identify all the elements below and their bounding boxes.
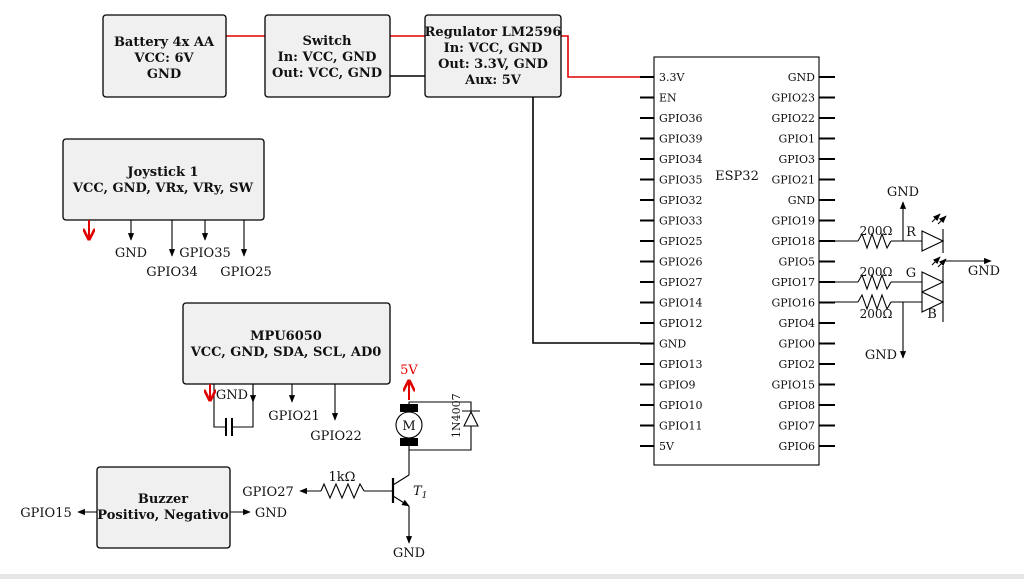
switch-out: Out: VCC, GND [272,66,382,81]
regulator-block: Regulator LM2596 In: VCC, GND Out: 3.3V,… [424,14,562,98]
esp32-left-pin-label: GPIO33 [659,215,703,228]
mpu-scl-label: GPIO22 [310,429,361,444]
buzzer-block: Buzzer Positivo, Negativo [96,466,231,549]
mpu-title: MPU6050 [250,329,322,344]
joystick-wires [89,220,248,257]
esp32-left-pin-label: GPIO12 [659,317,703,330]
joystick-block: Joystick 1 VCC, GND, VRx, VRy, SW [62,138,265,221]
transistor-subscript: 1 [422,491,428,501]
led-resistor-r-label: 200Ω [860,224,893,238]
esp32-left-pin-label: GPIO26 [659,256,703,269]
mpu-gnd-label: GND [216,388,248,403]
mpu6050-block: MPU6050 VCC, GND, SDA, SCL, AD0 [182,302,391,385]
esp32-right-pin-label: GPIO21 [771,174,815,187]
esp32-right-pin-label: GPIO19 [771,215,815,228]
buzzer-title: Buzzer [138,492,188,507]
mpu-sda-label: GPIO21 [268,409,319,424]
joystick-vry-label: GPIO35 [179,246,230,261]
esp32-right-pin-label: GPIO4 [778,317,815,330]
battery-vcc: VCC: 6V [133,51,194,66]
switch-in: In: VCC, GND [278,50,377,65]
esp32-right-pin-label: GPIO6 [778,440,815,453]
power-wires [226,35,640,344]
esp32-left-pin-label: GPIO11 [659,420,703,433]
transistor-label: T1 [413,484,427,501]
led-b-label: B [927,307,937,322]
joystick-gnd-label: GND [115,246,147,261]
motor-gpio-label: GPIO27 [242,485,293,500]
esp32-left-pins: 3.3V EN GPIO36GPIO39GPIO34GPIO35GPIO32GPIO… [640,71,703,453]
esp32-left-pin-label: GPIO27 [659,276,703,289]
led-resistor-g-label: 200Ω [860,265,893,279]
esp32-left-pin-label: GPIO13 [659,358,703,371]
regulator-title: Regulator LM2596 [425,25,562,40]
motor-circuit [299,382,480,544]
esp32-right-pin-label: GPIO2 [778,358,815,371]
esp32-right-pin-label: GPIO5 [778,256,815,269]
diode-label: 1N4007 [450,393,463,438]
resistor-1k-label: 1kΩ [329,470,356,485]
esp32-left-pin-label: GPIO25 [659,235,703,248]
esp32-left-pin-label: GPIO34 [659,153,703,166]
esp32-right-pin-label: GPIO3 [778,153,815,166]
led-gnd-right-label: GND [968,264,1000,279]
rgb-led-circuit [835,201,992,359]
motor-5v-label: 5V [400,363,418,378]
esp32-left-pin-label: EN [659,92,677,105]
esp32-right-pin-label: GPIO15 [771,379,815,392]
led-resistor-b-label: 200Ω [860,307,893,321]
regulator-aux: Aux: 5V [464,73,522,88]
esp32-left-pin-label: GPIO32 [659,194,703,207]
esp32-left-pin-label: GPIO36 [659,112,703,125]
esp32-left-pin-label: GPIO10 [659,399,703,412]
esp32-right-pin-label: GPIO18 [771,235,815,248]
joystick-pins-text: VCC, GND, VRx, VRy, SW [72,181,254,196]
buzzer-pins-text: Positivo, Negativo [97,508,229,523]
esp32-right-pin-label: GPIO23 [771,92,815,105]
battery-gnd: GND [147,67,181,82]
esp32-left-pin-label: GND [659,338,686,351]
switch-block: Switch In: VCC, GND Out: VCC, GND [264,14,391,98]
esp32-right-pin-label: GPIO17 [771,276,815,289]
esp32-right-pin-label: GPIO0 [778,338,815,351]
led-gnd-top-label: GND [887,185,919,200]
regulator-in: In: VCC, GND [444,41,543,56]
led-gnd-bottom-label: GND [865,348,897,363]
led-g-label: G [906,266,916,281]
esp32-left-pin-label: GPIO39 [659,133,703,146]
joystick-sw-label: GPIO25 [220,265,271,280]
esp32-title: ESP32 [715,169,759,184]
switch-title: Switch [303,34,352,49]
esp32-right-pin-label: GND [788,71,815,84]
esp32-left-pin-label: 3.3V [659,71,685,84]
buzzer-gpio-label: GPIO15 [20,506,71,521]
battery-title: Battery 4x AA [114,35,215,50]
bottom-divider [0,574,1024,579]
esp32-right-pin-label: GPIO8 [778,399,815,412]
esp32-right-pin-label: GPIO1 [778,133,815,146]
esp32-left-pin-label: GPIO14 [659,297,703,310]
regulator-out: Out: 3.3V, GND [438,57,548,72]
mpu-pins-text: VCC, GND, SDA, SCL, AD0 [190,345,382,360]
buzzer-gnd-label: GND [255,506,287,521]
esp32-left-pin-label: 5V [659,440,675,453]
joystick-title: Joystick 1 [126,165,198,180]
esp32-right-pin-label: GPIO22 [771,112,815,125]
motor-gnd-label: GND [393,546,425,561]
transistor-name: T [413,484,423,499]
esp32-right-pins: GNDGPIO23GPIO22GPIO1GPIO3GPIO21GNDGPIO19… [771,71,835,453]
joystick-vrx-label: GPIO34 [146,265,197,280]
esp32-right-pin-label: GND [788,194,815,207]
esp32-left-pin-label: GPIO35 [659,174,703,187]
esp32-left-pin-label: GPIO9 [659,379,696,392]
led-r-label: R [906,225,917,240]
esp32-right-pin-label: GPIO16 [771,297,815,310]
motor-symbol-label: M [402,419,415,434]
battery-block: Battery 4x AA VCC: 6V GND [102,14,227,98]
esp32-module: ESP32 3.3VENGPIO36GPIO39GPIO34GPIO35GPIO… [640,56,835,466]
mpu-wires [210,384,339,436]
esp32-right-pin-label: GPIO7 [778,420,815,433]
